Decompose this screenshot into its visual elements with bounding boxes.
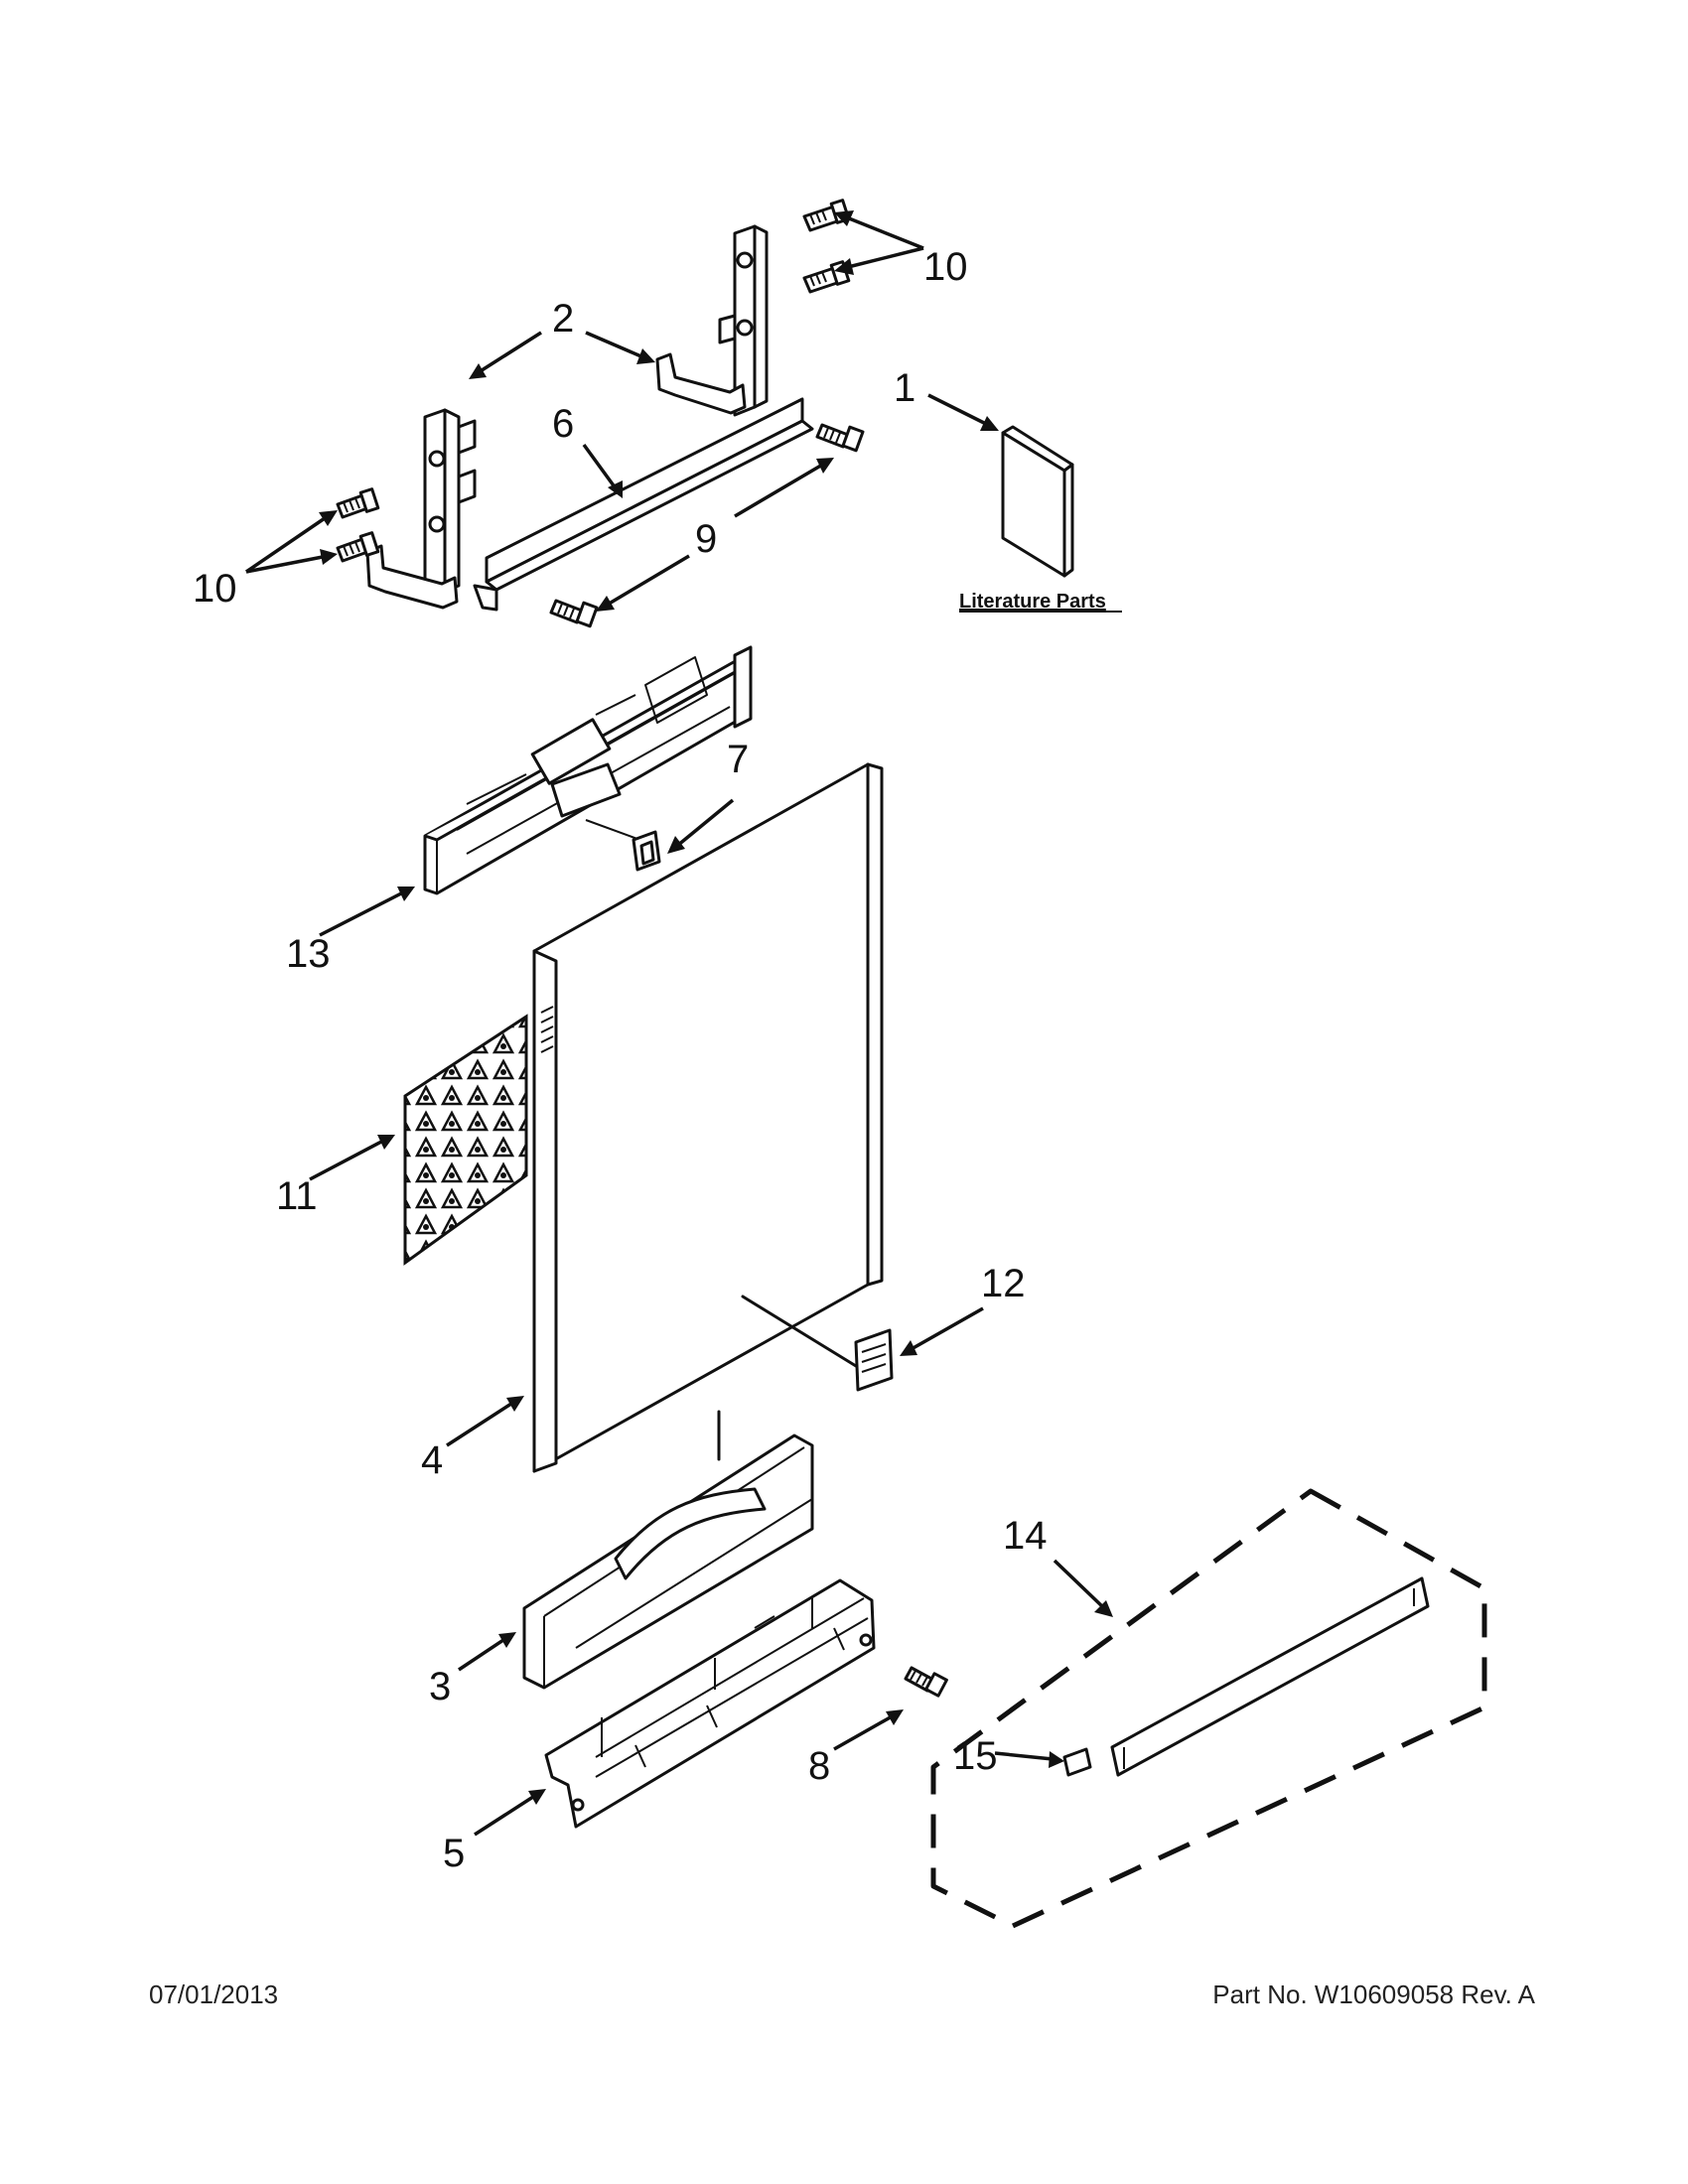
door-panel-4 <box>532 762 884 1473</box>
kick-plate-5 <box>544 1578 876 1829</box>
cross-bar-6 <box>473 397 814 612</box>
callout-6: 6 <box>552 402 574 446</box>
callout-10-top: 10 <box>923 245 968 289</box>
callout-4: 4 <box>421 1438 443 1482</box>
literature-parts-label: Literature Parts <box>959 591 1106 613</box>
callout-8: 8 <box>808 1744 830 1788</box>
screw-9-lower <box>549 599 599 628</box>
badge-12 <box>854 1328 894 1392</box>
footer-date: 07/01/2013 <box>149 1979 279 2009</box>
kit-clip-15 <box>1062 1747 1092 1777</box>
insulation-block-3 <box>522 1433 814 1690</box>
callout-3: 3 <box>429 1665 451 1708</box>
kit-box-14 <box>930 1488 1487 1929</box>
leader-lines <box>245 210 1113 1837</box>
screw-10-left-a <box>336 487 380 519</box>
callout-14: 14 <box>1003 1514 1048 1558</box>
screw-10-left-b <box>336 531 380 563</box>
callout-13: 13 <box>286 932 331 976</box>
screw-9-upper <box>815 423 865 453</box>
callout-12: 12 <box>981 1262 1026 1305</box>
kit-strip <box>1110 1576 1430 1777</box>
callout-11: 11 <box>276 1174 318 1218</box>
callout-9: 9 <box>695 517 717 561</box>
callout-2: 2 <box>552 297 574 341</box>
mounting-bracket-right <box>655 224 769 417</box>
callout-7: 7 <box>727 738 749 781</box>
callout-10-left: 10 <box>193 567 237 611</box>
clip-7 <box>585 819 661 872</box>
footer-part-number: Part No. W10609058 Rev. A <box>1212 1979 1535 2009</box>
callout-5: 5 <box>443 1832 465 1875</box>
literature-parts-book <box>1001 425 1074 578</box>
callout-1: 1 <box>894 366 915 410</box>
mounting-bracket-left <box>365 408 477 610</box>
screw-8 <box>904 1666 948 1698</box>
callout-15: 15 <box>953 1734 998 1778</box>
insulation-mesh-11 <box>403 1014 528 1266</box>
control-console-13 <box>423 645 753 895</box>
